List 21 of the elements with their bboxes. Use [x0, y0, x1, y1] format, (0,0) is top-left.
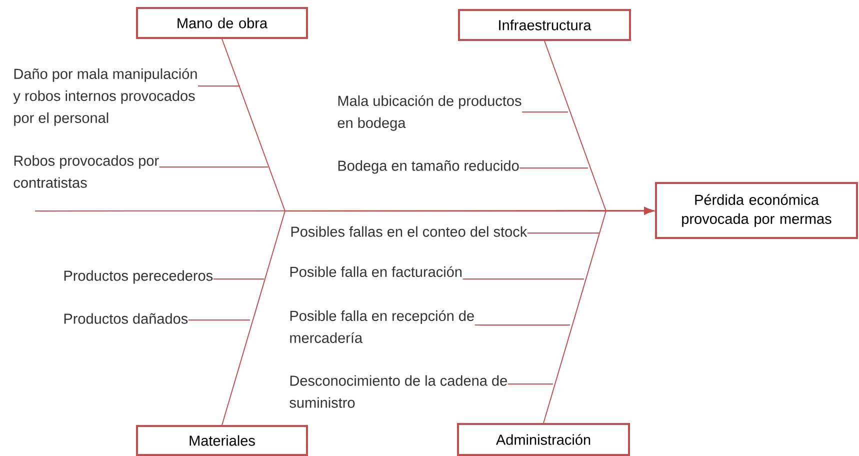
cause-text: Desconocimiento de la cadena de suministro — [290, 375, 507, 408]
cause-text: Mala ubicación de productos en bodega — [338, 95, 522, 131]
cause-text: Productos perecederos — [64, 270, 213, 284]
leader-line — [526, 232, 600, 234]
leader-line — [212, 278, 264, 280]
category-box: Infraestructura — [458, 9, 631, 41]
cause-text: Bodega en tamaño reducido — [338, 160, 519, 174]
leader-line — [462, 278, 584, 280]
cause-text: Posible falla en facturación — [290, 266, 462, 278]
leader-line — [158, 166, 268, 168]
cause-text: Productos dañados — [64, 313, 188, 324]
arrow — [34, 206, 654, 214]
category-box: Materiales — [136, 425, 308, 456]
category-box: Pérdida económica provocada por mermas — [655, 182, 858, 239]
category-box: Mano de obra — [136, 7, 308, 39]
cause-text: Posible falla en recepción de mercadería — [290, 310, 474, 344]
cause-text: Daño por mala manipulación y robos internos provocados por el personal — [13, 68, 197, 126]
cause-text: Posibles fallas en el conteo del stock — [291, 226, 528, 237]
cause-text: Robos provocados por contratistas — [14, 155, 159, 188]
leader-line — [474, 324, 570, 326]
category-box: Administración — [457, 423, 630, 456]
